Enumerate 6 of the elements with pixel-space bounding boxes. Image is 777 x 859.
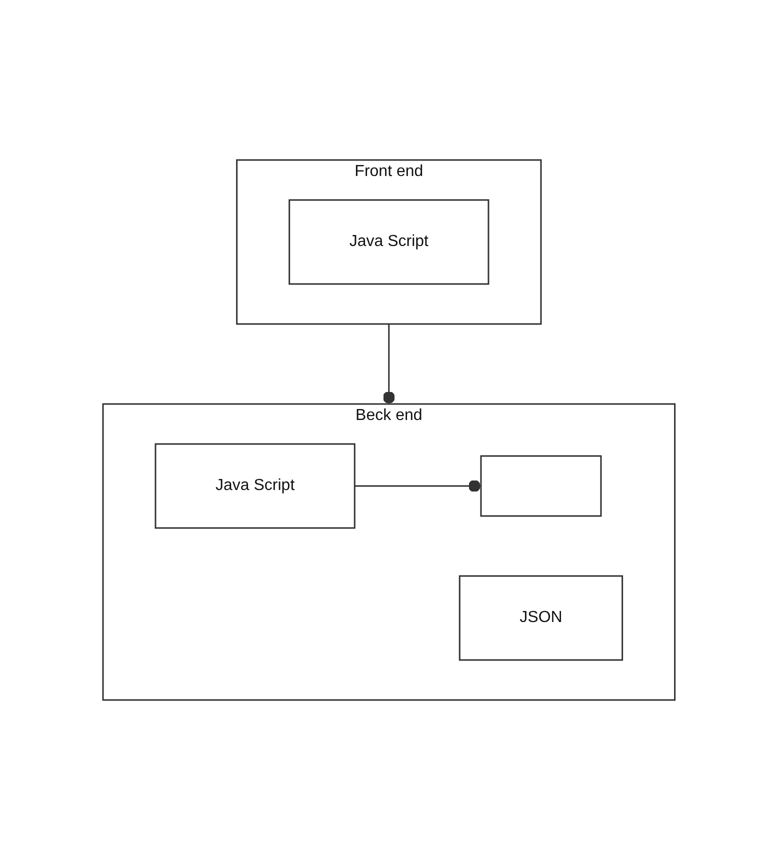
node-box: Java Script (154, 442, 355, 528)
connector (354, 479, 481, 492)
connector (382, 324, 395, 404)
node-box: JSON (458, 574, 623, 660)
node-box: Java Script (288, 198, 489, 284)
node-box (480, 454, 602, 516)
